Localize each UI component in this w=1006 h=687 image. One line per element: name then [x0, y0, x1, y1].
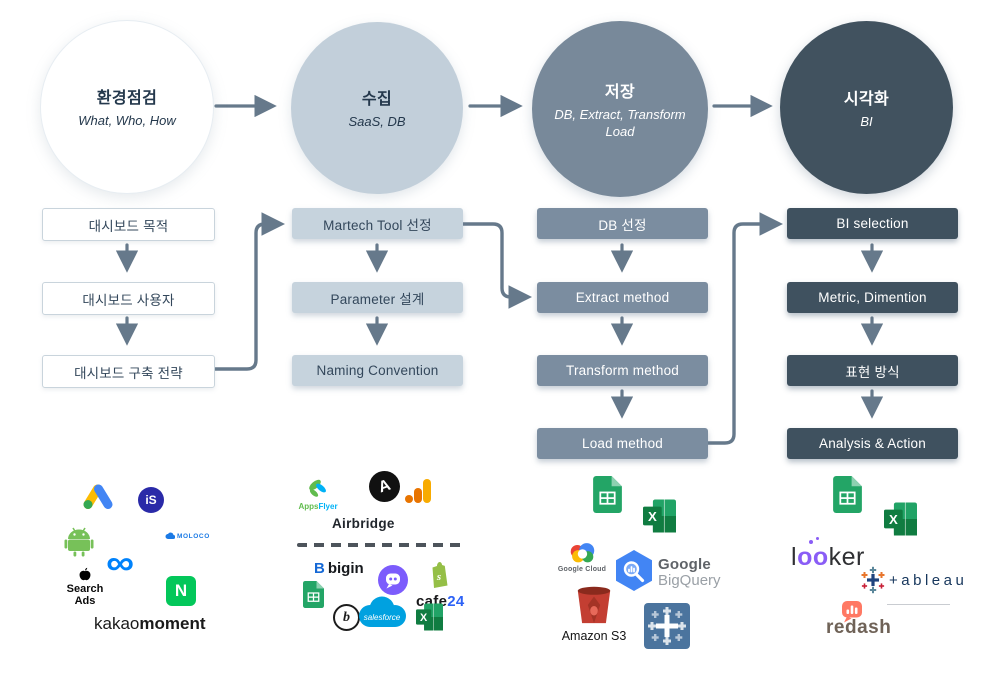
shopify-icon: s [428, 561, 451, 593]
cross-column-connectors [212, 212, 784, 445]
ironsource-label: iS [145, 493, 157, 507]
tableau-square-icon [644, 603, 690, 654]
excel-icon: X [643, 498, 676, 539]
tableau-label: +ableau [889, 571, 968, 589]
stage-circle-storage: 저장 DB, Extract, Transform Load [532, 21, 708, 197]
chat-messenger-icon [378, 565, 408, 600]
excel-x-label: X [648, 509, 657, 524]
bigin-label: bigin [327, 560, 364, 577]
bigquery-icon [616, 550, 652, 596]
cafe24-label-b: 24 [447, 593, 465, 610]
stage-subtitle: DB, Extract, Transform Load [554, 106, 686, 139]
step-box: BI selection [787, 208, 958, 239]
kakaomoment-logo: kakaomoment [94, 614, 206, 634]
stage-subtitle: SaaS, DB [348, 114, 406, 130]
stage-subtitle: What, Who, How [78, 113, 176, 129]
search-ads-label: Search Ads [66, 583, 104, 607]
google-sheets-icon [303, 581, 324, 613]
step-box: 대시보드 구축 전략 [42, 355, 215, 388]
amazon-s3-icon [577, 586, 611, 624]
step-box: Parameter 설계 [292, 282, 463, 313]
airbridge-label: Airbridge [332, 516, 395, 531]
google-ads-icon [83, 483, 113, 515]
google-cloud-label: Google Cloud [557, 566, 607, 573]
looker-logo: looker [791, 537, 1006, 572]
naver-icon: N [166, 576, 196, 606]
tableau-icon [861, 566, 885, 594]
excel-x-label: X [889, 512, 898, 527]
android-icon [64, 525, 94, 562]
bigquery-label-bigquery: BigQuery [658, 571, 721, 589]
looker-label-o1: o [797, 543, 813, 571]
salesforce-logo: salesforce [356, 596, 408, 635]
tableau-underline [887, 604, 950, 605]
excel-icon: X [884, 501, 917, 542]
b-circle-icon: b [333, 604, 360, 631]
divider-dashed-line [297, 543, 463, 547]
kakao-label: kakao [94, 614, 140, 633]
amazon-s3-label: Amazon S3 [561, 629, 627, 643]
stage-title: 저장 [604, 83, 636, 101]
naver-label: N [174, 581, 188, 600]
stage-title: 시각화 [843, 90, 890, 108]
redash-bubble-icon [841, 600, 863, 628]
redash-label-re: re [826, 617, 845, 638]
looker-label-l: l [791, 543, 798, 571]
appsflyer-label-a: Apps [298, 502, 319, 511]
bigquery-label-google: Google [658, 556, 711, 573]
stage-circle-collection: 수집 SaaS, DB [291, 22, 463, 194]
google-sheets-icon [593, 476, 622, 518]
google-sheets-icon [833, 476, 862, 518]
salesforce-label: salesforce [364, 613, 401, 622]
step-box: Naming Convention [292, 355, 463, 386]
step-box: Martech Tool 선정 [292, 208, 463, 239]
bigin-icon: B [314, 560, 325, 577]
stage-title: 수집 [361, 91, 393, 109]
tableau-logo: +ableau [861, 566, 967, 594]
excel-x-label: X [420, 612, 428, 624]
moloco-cloud-icon [165, 532, 175, 540]
looker-label-o2: o [812, 543, 829, 571]
step-box: Transform method [537, 355, 708, 386]
step-box: 대시보드 목적 [42, 208, 215, 241]
step-box: Extract method [537, 282, 708, 313]
step-box: Analysis & Action [787, 428, 958, 459]
looker-label-ker: ker [828, 543, 865, 571]
svg-text:s: s [436, 571, 441, 583]
step-box: 대시보드 사용자 [42, 282, 215, 315]
google-cloud-logo: Google Cloud [550, 541, 614, 573]
bigin-logo: B bigin [314, 560, 364, 577]
step-down-arrows [115, 243, 884, 419]
b-circle-label: b [343, 609, 350, 625]
stage-circle-visualization: 시각화 BI [780, 21, 953, 194]
moloco-logo: MOLOCO [165, 532, 210, 540]
ironsource-icon: iS [138, 487, 164, 513]
stage-title: 환경점검 [96, 90, 158, 108]
redash-label-dash: dash [844, 617, 892, 638]
meta-icon: ∞ [106, 544, 135, 582]
apple-search-ads-logo: Search Ads [56, 566, 114, 607]
amazon-s3-logo: Amazon S3 [560, 585, 628, 643]
appsflyer-logo: AppsFlyer [296, 479, 340, 511]
airbridge-icon: A [369, 471, 400, 502]
redash-label: redash [826, 617, 891, 639]
bigquery-label: Google BigQuery [658, 557, 721, 589]
step-box: Metric, Dimention [787, 282, 958, 313]
moment-label: moment [139, 614, 206, 633]
stage-circle-environment: 환경점검 What, Who, How [40, 20, 214, 194]
step-box: Load method [537, 428, 708, 459]
excel-icon: X [416, 602, 443, 637]
google-cloud-icon [570, 543, 595, 563]
appsflyer-label-b: Flyer [318, 502, 338, 511]
step-box: 표현 방식 [787, 355, 958, 386]
appsflyer-icon [309, 479, 326, 497]
moloco-label: MOLOCO [177, 532, 210, 540]
google-analytics-icon [404, 477, 432, 510]
apple-icon [79, 567, 91, 581]
step-box: DB 선정 [537, 208, 708, 239]
stage-subtitle: BI [860, 113, 873, 129]
